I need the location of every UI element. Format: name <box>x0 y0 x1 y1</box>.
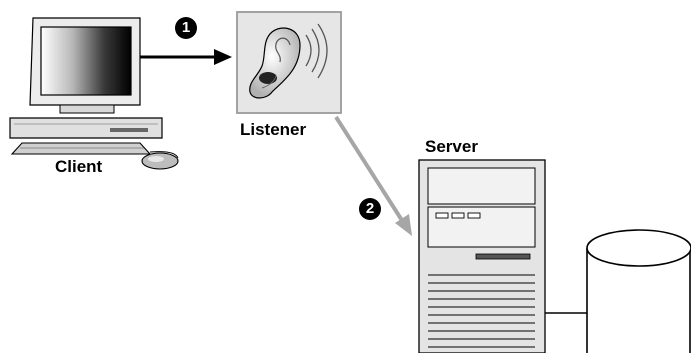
arrow-listener-to-server <box>334 115 412 236</box>
listener-ear-icon <box>236 11 342 114</box>
client-label: Client <box>55 157 103 176</box>
database-icon <box>586 229 691 353</box>
step-2-badge: 2 <box>359 198 381 220</box>
step-1-badge: 1 <box>175 17 197 39</box>
listener-label: Listener <box>240 120 307 139</box>
client-computer-icon <box>9 17 179 170</box>
server-tower-icon <box>418 159 546 353</box>
arrow-client-to-listener <box>140 49 232 65</box>
server-label: Server <box>425 137 478 156</box>
